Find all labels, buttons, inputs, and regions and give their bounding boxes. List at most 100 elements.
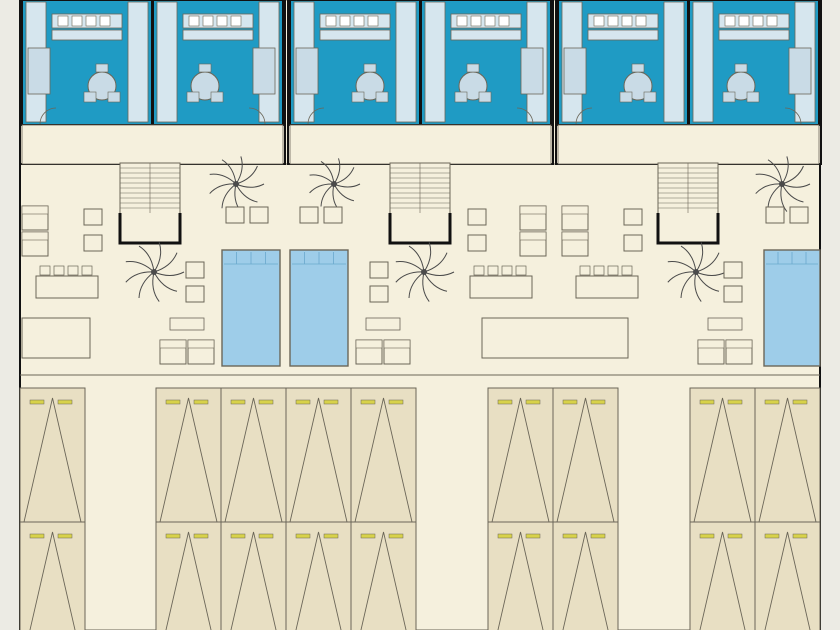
chair-icon [723, 285, 743, 303]
pool [289, 249, 349, 367]
counter-shelf [182, 29, 254, 41]
palm-tree-icon [125, 242, 185, 302]
parking-bay [285, 387, 352, 523]
parking-marking [693, 397, 752, 523]
wheel-stop [193, 399, 209, 405]
sun-lounger [561, 231, 589, 257]
wheel-stop [388, 533, 404, 539]
side-storage [395, 1, 417, 123]
chair-icon [83, 208, 103, 226]
parking-bay [552, 387, 619, 523]
appliance [484, 15, 496, 27]
bar-stool [593, 265, 605, 276]
bed-icon [788, 47, 812, 95]
palm-trunk [693, 269, 699, 275]
bed-icon [252, 47, 276, 95]
bar-top [469, 275, 533, 299]
parking-bay [285, 521, 352, 630]
parking-bay [552, 521, 619, 630]
lounger-back [21, 231, 49, 241]
chair-icon [198, 63, 212, 73]
parking-space [350, 387, 417, 523]
pool-water [289, 249, 349, 367]
wheel-stop [699, 399, 715, 405]
stair-wall [388, 213, 452, 245]
wheel-stop [699, 533, 715, 539]
appliance [498, 15, 510, 27]
chair-icon [478, 91, 492, 103]
bar-stool [607, 265, 619, 276]
wheel-stop [497, 399, 513, 405]
chair-icon [746, 91, 760, 103]
parking-group [689, 387, 821, 630]
parking-space [220, 387, 287, 523]
sun-lounger [561, 205, 589, 231]
wheel-stop [764, 533, 780, 539]
parking-bay [350, 521, 417, 630]
apartment-unit [21, 0, 153, 126]
parking-bay [19, 387, 86, 523]
palm-tree-icon [667, 242, 727, 302]
chair-icon [789, 206, 809, 224]
chair-icon [466, 63, 480, 73]
palm-trunk [779, 181, 785, 187]
wheel-stop [165, 399, 181, 405]
sun-lounger [519, 231, 547, 257]
chair-icon [299, 206, 319, 224]
chair-icon [454, 91, 468, 103]
bar-stool [579, 265, 591, 276]
pool [221, 249, 281, 367]
parking-marking [491, 397, 550, 523]
side-storage [156, 1, 178, 123]
side-table [365, 317, 401, 331]
wheel-stop [57, 533, 73, 539]
appliance [607, 15, 619, 27]
side-storage [424, 1, 446, 123]
chair-icon [249, 206, 269, 224]
chair-icon [369, 261, 389, 279]
door-swing [307, 107, 325, 125]
courtyard [21, 156, 821, 367]
wheel-stop [29, 533, 45, 539]
chair-icon [225, 206, 245, 224]
pool [763, 249, 821, 367]
chair-icon [185, 261, 205, 279]
lounger-back [519, 231, 547, 241]
chair-icon [619, 91, 633, 103]
chair-icon [95, 63, 109, 73]
parking-space [350, 521, 417, 630]
parking-space [285, 521, 352, 630]
bar-stool [53, 265, 65, 276]
stair-icon [656, 162, 720, 245]
wheel-stop [165, 533, 181, 539]
parking-marking [289, 397, 348, 523]
wheel-stop [295, 399, 311, 405]
parking-bay [689, 387, 756, 523]
lounger-back [561, 231, 589, 241]
chair-icon [186, 91, 200, 103]
palm-trunk [151, 269, 157, 275]
side-storage [127, 1, 149, 123]
wheel-stop [525, 533, 541, 539]
chair-icon [351, 91, 365, 103]
counter-shelf [450, 29, 522, 41]
appliance [216, 15, 228, 27]
palm-tree-icon [755, 156, 811, 212]
chair-icon [107, 91, 121, 103]
parking-marking [230, 531, 277, 630]
parking-marking [699, 531, 746, 630]
appliance [202, 15, 214, 27]
chair-icon [722, 91, 736, 103]
appliance [766, 15, 778, 27]
appliance [353, 15, 365, 27]
parking-group [487, 387, 619, 630]
wheel-stop [727, 399, 743, 405]
apartment-block [555, 0, 822, 165]
parking-marking [23, 397, 82, 523]
wheel-stop [258, 533, 274, 539]
palm-trunk [421, 269, 427, 275]
door-swing [516, 107, 534, 125]
appliance [367, 15, 379, 27]
wheel-stop [590, 533, 606, 539]
sun-lounger [21, 205, 49, 231]
